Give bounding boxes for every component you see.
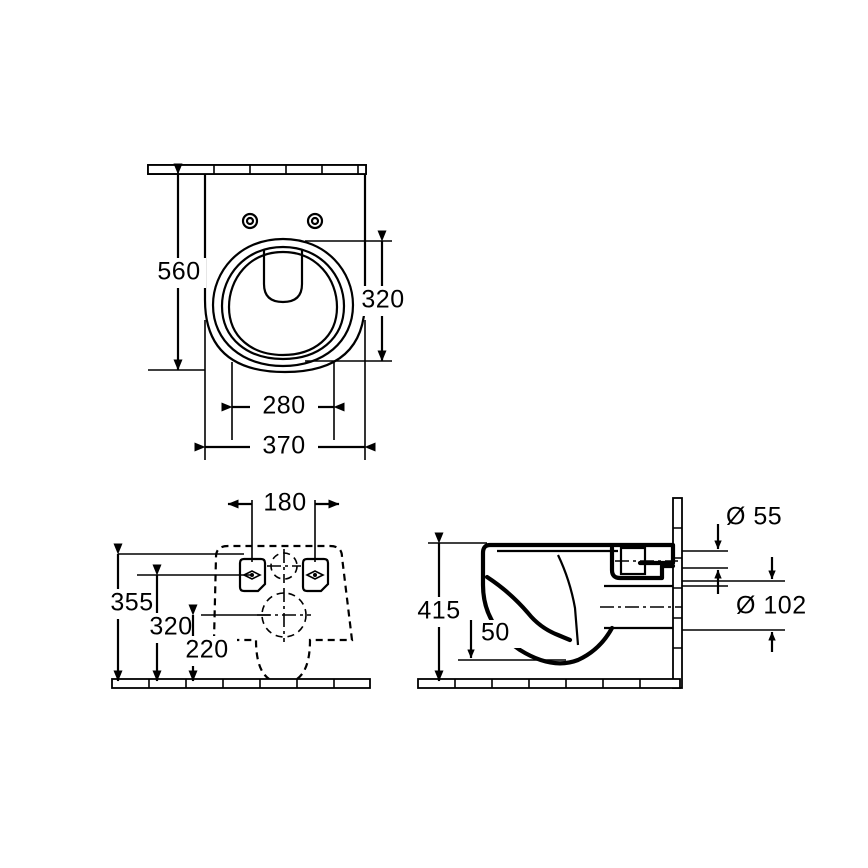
plan-wall (147, 164, 367, 175)
dimension-50: 50 (467, 619, 522, 659)
dimension-180-label: 180 (263, 489, 306, 517)
dimension-280-label: 280 (262, 392, 305, 420)
dimension-220: 220 (179, 604, 237, 682)
plan-rim-inner (220, 245, 346, 361)
plan-bowl-opening (227, 250, 339, 357)
rear-fixing-bolt-right (301, 557, 330, 593)
side-flush-inlet-connector (609, 545, 678, 581)
side-floor (417, 678, 681, 689)
dimension-280: 280 (221, 392, 345, 422)
dimension-diameter-102-label: Ø 102 (736, 592, 807, 620)
dimension-320-rear: 320 (143, 564, 201, 682)
side-bowl-inner-wall (557, 554, 580, 646)
dimension-220-label: 220 (185, 636, 228, 664)
rear-floor (111, 678, 371, 689)
dimension-320-rear-label: 320 (149, 613, 192, 641)
rear-flush-inlet-opening (267, 549, 301, 583)
rear-bowl-outline (212, 544, 354, 685)
dimension-50-label: 50 (481, 619, 510, 647)
rear-view-group: 180 355 320 220 (104, 489, 371, 689)
side-wall (672, 497, 683, 689)
dimension-560-label: 560 (157, 258, 200, 286)
dimension-370-label: 370 (262, 432, 305, 460)
dimension-diameter-102: Ø 102 (736, 557, 807, 652)
side-bowl-inner-profile (484, 574, 573, 643)
dimension-355-label: 355 (110, 589, 153, 617)
dimension-415: 415 (411, 532, 469, 682)
dimension-320-plan-label: 320 (361, 286, 404, 314)
side-view-group: 415 50 Ø 55 Ø 102 (411, 497, 807, 689)
plan-flush-shelf (262, 249, 304, 304)
dimension-diameter-55-label: Ø 55 (726, 503, 782, 531)
plan-seat-fixing-hole-left (241, 212, 259, 230)
plan-rim-outer (211, 237, 355, 368)
plan-seat-fixing-hole-right (306, 212, 324, 230)
dimension-320-plan: 320 (356, 230, 410, 362)
side-waste-outlet-pipe (600, 584, 682, 630)
dimension-415-label: 415 (417, 597, 460, 625)
dimension-180: 180 (227, 489, 340, 519)
plan-view-group: 560 320 280 370 (147, 163, 410, 462)
rear-fixing-bolt-left (238, 557, 267, 593)
dimension-370: 370 (194, 432, 376, 462)
plan-bowl-body (203, 174, 367, 374)
dimension-560: 560 (152, 163, 206, 371)
dimension-diameter-55: Ø 55 (714, 503, 782, 594)
